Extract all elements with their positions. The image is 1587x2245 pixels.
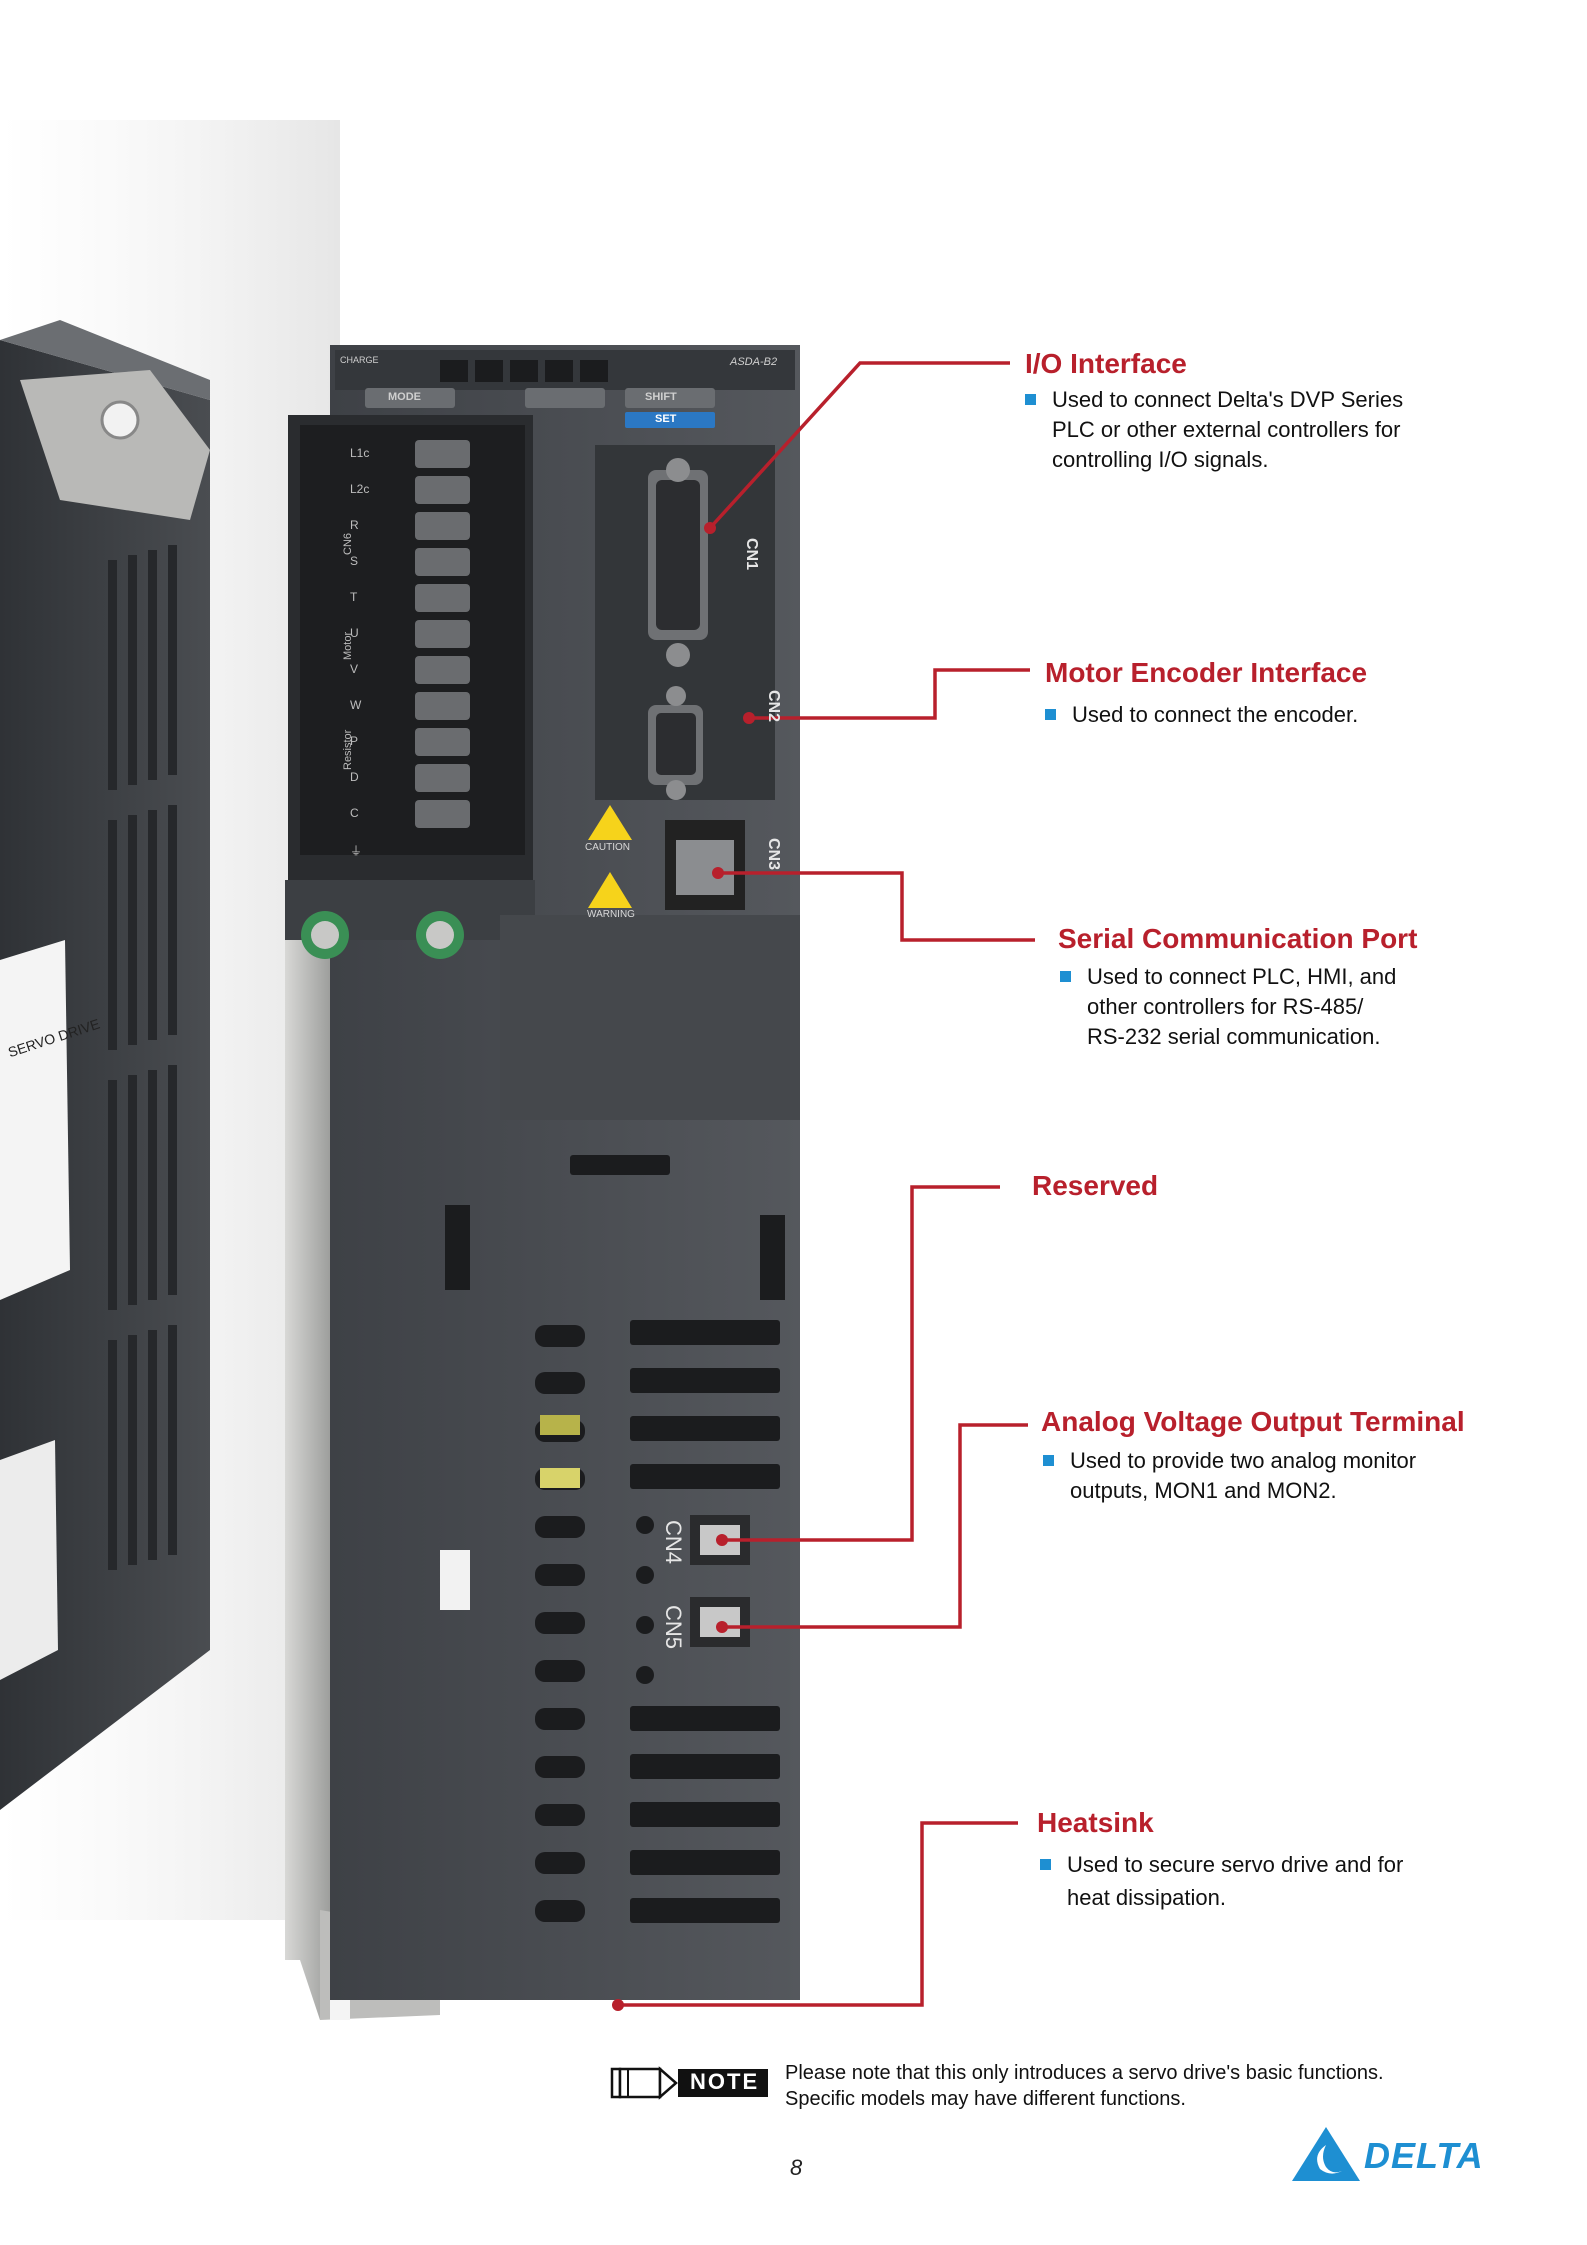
reserved-leader-line	[722, 1185, 1000, 1542]
delta-logo-text: DELTA	[1364, 2135, 1484, 2176]
heatsink-description: Used to secure servo drive and for heat …	[1040, 1848, 1403, 1914]
delta-logo-icon	[1292, 2127, 1360, 2181]
terminal-label: W	[350, 698, 362, 712]
analog-output-description: Used to provide two analog monitor outpu…	[1043, 1446, 1416, 1506]
motor-encoder-title: Motor Encoder Interface	[1045, 657, 1368, 688]
terminal-label: D	[350, 770, 359, 784]
leader-lines	[618, 361, 1035, 2007]
set-key-label: SET	[655, 413, 677, 425]
description-line: Used to secure servo drive and for	[1067, 1852, 1404, 1877]
terminal-labels: L1c L2c R S T U V W P D C ⏚	[350, 446, 410, 878]
caution-label: CAUTION	[585, 842, 630, 853]
page-number: 8	[790, 2155, 803, 2180]
analog-leader-line	[722, 1423, 1028, 1629]
description-line: controlling I/O signals.	[1052, 447, 1269, 472]
terminal-label: T	[350, 590, 358, 604]
terminal-label: P	[350, 734, 359, 748]
heatsink-title: Heatsink	[1037, 1807, 1154, 1838]
bullet-icon	[1040, 1859, 1051, 1870]
heatsink-leader-line	[618, 1821, 1018, 2007]
encoder-leader-line	[749, 668, 1030, 720]
cn2-label: CN2	[765, 690, 782, 723]
cn4-label: CN4	[661, 1520, 686, 1565]
bullet-icon	[1060, 971, 1071, 982]
cn3-label: CN3	[765, 838, 782, 871]
terminal-label: L1c	[350, 446, 370, 460]
note-badge-label: NOTE	[690, 2069, 760, 2094]
rear-drive	[0, 320, 210, 1810]
note-text: Please note that this only introduces a …	[785, 2060, 1384, 2112]
analog-output-title: Analog Voltage Output Terminal	[1041, 1406, 1465, 1437]
vent-slots	[445, 1155, 785, 1923]
serial-port-description: Used to connect PLC, HMI, and other cont…	[1060, 962, 1396, 1052]
description-line: Used to connect the encoder.	[1072, 702, 1359, 727]
description-line: RS-232 serial communication.	[1087, 1024, 1381, 1049]
io-interface-title: I/O Interface	[1025, 348, 1187, 379]
description-line: Used to connect PLC, HMI, and	[1087, 964, 1397, 989]
terminal-label: R	[350, 518, 359, 532]
bullet-icon	[1025, 394, 1036, 405]
charge-label: CHARGE	[340, 355, 379, 365]
warning-label: WARNING	[587, 909, 635, 920]
terminal-label: C	[350, 806, 359, 820]
description-line: outputs, MON1 and MON2.	[1070, 1478, 1337, 1503]
serial-port-title: Serial Communication Port	[1058, 923, 1418, 954]
mode-key-label: MODE	[388, 391, 421, 403]
terminal-group-label-cn6: CN6	[342, 532, 354, 555]
model-label: ASDA-B2	[730, 356, 778, 368]
reserved-title: Reserved	[1032, 1170, 1159, 1201]
terminal-label: L2c	[350, 482, 370, 496]
terminal-label: ⏚	[350, 844, 363, 858]
pencil-icon	[610, 2066, 768, 2100]
description-line: other controllers for RS-485/	[1087, 994, 1364, 1019]
description-line: Used to connect Delta's DVP Series	[1052, 387, 1404, 412]
io-leader-line	[708, 361, 1010, 530]
cn5-label: CN5	[661, 1605, 686, 1650]
bullet-icon	[1043, 1455, 1054, 1466]
serial-leader-line	[718, 871, 1035, 942]
io-interface-description: Used to connect Delta's DVP Series PLC o…	[1025, 385, 1403, 475]
terminal-group-label-motor: Motor	[342, 631, 354, 660]
description-line: Used to provide two analog monitor	[1070, 1448, 1417, 1473]
terminal-group-label-resistor: Resistor	[342, 729, 354, 770]
description-line: PLC or other external controllers for	[1052, 417, 1401, 442]
note-badge: NOTE	[610, 2065, 770, 2106]
shift-key-label: SHIFT	[645, 391, 677, 403]
note-line: Specific models may have different funct…	[785, 2088, 1186, 2110]
delta-logo: DELTA	[1290, 2125, 1495, 2181]
terminal-label: U	[350, 626, 359, 640]
terminal-label: S	[350, 554, 359, 568]
bullet-icon	[1045, 709, 1056, 720]
note-line: Please note that this only introduces a …	[785, 2062, 1384, 2084]
terminal-label: V	[350, 662, 359, 676]
motor-encoder-description: Used to connect the encoder.	[1045, 700, 1358, 730]
cn1-label: CN1	[743, 538, 760, 571]
description-line: heat dissipation.	[1067, 1885, 1226, 1910]
